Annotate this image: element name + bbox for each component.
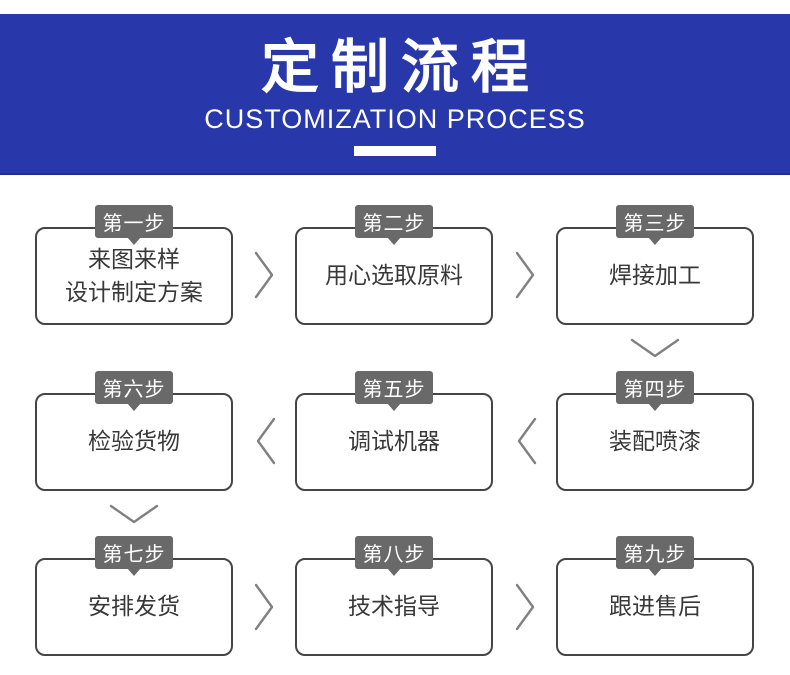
step-8-badge: 第八步	[355, 536, 433, 569]
chevron-right-icon	[253, 250, 275, 300]
chevron-right-icon	[253, 582, 275, 632]
page-title: 定制流程	[260, 35, 541, 100]
step-1-title: 来图来样 设计制定方案	[65, 245, 203, 305]
step-7-badge-label: 第七步	[102, 544, 166, 566]
chevron-down-icon	[108, 503, 160, 525]
step-4-title: 装配喷漆	[609, 428, 701, 455]
step-6-badge-label: 第六步	[102, 379, 166, 401]
step-4-badge-label: 第四步	[623, 379, 687, 401]
step-8-title: 技术指导	[348, 593, 440, 620]
step-9-badge-label: 第九步	[623, 544, 687, 566]
step-5: 第五步 调试机器	[295, 371, 493, 491]
step-3: 第三步 焊接加工	[556, 205, 754, 325]
step-8: 第八步 技术指导	[295, 536, 493, 656]
chevron-right-icon	[514, 250, 536, 300]
step-7: 第七步 安排发货	[35, 536, 233, 656]
chevron-left-icon	[255, 416, 277, 466]
step-9: 第九步 跟进售后	[556, 536, 754, 656]
step-1: 第一步 来图来样 设计制定方案	[35, 205, 233, 325]
step-2: 第二步 用心选取原料	[295, 205, 493, 325]
step-2-title: 用心选取原料	[325, 262, 463, 289]
step-6-title: 检验货物	[88, 428, 180, 455]
header-banner: 定制流程 CUSTOMIZATION PROCESS	[0, 14, 790, 175]
step-9-badge: 第九步	[616, 536, 694, 569]
step-3-badge-label: 第三步	[623, 213, 687, 235]
step-6: 第六步 检验货物	[35, 371, 233, 491]
step-5-badge: 第五步	[355, 371, 433, 404]
title-underline-bar	[354, 145, 436, 156]
step-5-title: 调试机器	[348, 428, 440, 455]
step-1-badge-label: 第一步	[102, 213, 166, 235]
step-1-badge: 第一步	[95, 205, 173, 238]
step-9-title: 跟进售后	[609, 593, 701, 620]
step-6-badge: 第六步	[95, 371, 173, 404]
chevron-left-icon	[516, 416, 538, 466]
step-2-badge-label: 第二步	[362, 213, 426, 235]
chevron-right-icon	[514, 582, 536, 632]
step-5-badge-label: 第五步	[362, 379, 426, 401]
step-2-badge: 第二步	[355, 205, 433, 238]
chevron-down-icon	[629, 337, 681, 359]
step-3-badge: 第三步	[616, 205, 694, 238]
page-subtitle: CUSTOMIZATION PROCESS	[204, 103, 586, 134]
step-7-title: 安排发货	[88, 593, 180, 620]
step-3-title: 焊接加工	[609, 262, 701, 289]
step-8-badge-label: 第八步	[362, 544, 426, 566]
step-7-badge: 第七步	[95, 536, 173, 569]
step-4: 第四步 装配喷漆	[556, 371, 754, 491]
step-4-badge: 第四步	[616, 371, 694, 404]
